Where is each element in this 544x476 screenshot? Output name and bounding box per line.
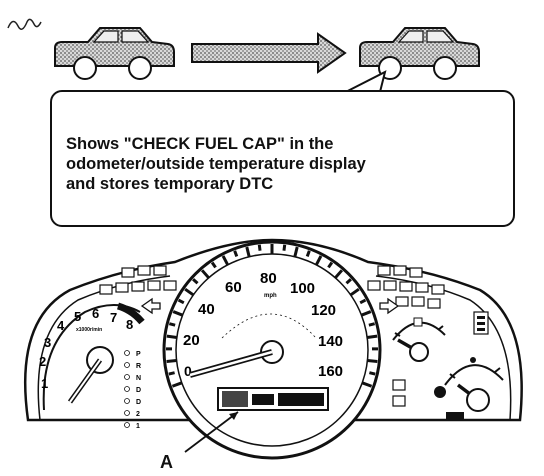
- tach-tick-1: 1: [41, 376, 48, 391]
- speed-tick-mark: [366, 334, 378, 339]
- gear-1: 1: [136, 423, 140, 430]
- tach-tick-8: 8: [126, 317, 133, 332]
- speed-tick-mark: [367, 358, 378, 364]
- odometer-digits: [222, 391, 324, 407]
- callout-box: [50, 90, 515, 227]
- speed-tick-mark: [210, 261, 217, 269]
- speed-tick-mark: [184, 287, 195, 297]
- speed-unit: mph: [264, 293, 277, 299]
- speed-tick-40: 40: [198, 301, 215, 318]
- speed-tick-20: 20: [183, 332, 200, 349]
- car-left-icon: [54, 27, 175, 80]
- speed-tick-mark: [171, 381, 183, 388]
- speed-tick-mark: [177, 298, 185, 305]
- speed-tick-mark: [361, 381, 373, 388]
- label-a-arrowhead: [229, 412, 238, 420]
- speed-tick-mark: [221, 255, 230, 266]
- warning-lights-right: [367, 265, 445, 309]
- speed-tick-mark: [282, 244, 287, 251]
- left-turn-signal-icon: [140, 297, 161, 315]
- speed-tick-120: 120: [311, 302, 336, 319]
- tach-unit: x1000r/min: [76, 327, 102, 333]
- speed-tick-mark: [345, 278, 352, 285]
- tach-tick-3: 3: [44, 335, 51, 350]
- speed-tick-mark: [166, 334, 178, 339]
- speed-tick-mark: [349, 287, 360, 297]
- speed-tick-mark: [200, 269, 210, 279]
- speed-tick-mark: [327, 261, 334, 269]
- gear-n: N: [136, 375, 141, 382]
- tach-tick-7: 7: [110, 310, 117, 325]
- speed-tick-mark: [233, 250, 239, 257]
- speed-tick-mark: [359, 298, 367, 305]
- signature-scribble: [7, 18, 42, 30]
- speed-tick-mark: [192, 278, 199, 285]
- instrument-cluster: 1 2 3 4 5 6 7 8 x1000r/min P R N D D 2 1: [24, 238, 523, 460]
- speed-tick-mark: [245, 246, 251, 258]
- gear-d: D: [136, 387, 141, 394]
- fuel-gauge: [392, 317, 446, 362]
- callout-text: Shows "CHECK FUEL CAP" in the odometer/o…: [66, 134, 506, 194]
- speed-tick-140: 140: [318, 333, 343, 350]
- speed-tick-60: 60: [225, 279, 242, 296]
- speed-tick-mark: [305, 250, 311, 257]
- speed-tick-80: 80: [260, 270, 277, 287]
- speed-tick-mark: [314, 255, 323, 266]
- speed-tick-mark: [369, 371, 376, 376]
- gear-r: R: [136, 363, 141, 370]
- tach-tick-4: 4: [57, 318, 65, 333]
- warning-lights-left: [99, 265, 177, 295]
- speed-tick-mark: [257, 244, 262, 251]
- speed-tick-mark: [368, 322, 376, 327]
- car-right-icon: [359, 27, 480, 80]
- tach-tick-6: 6: [92, 306, 99, 321]
- speed-tick-mark: [168, 371, 175, 376]
- gear-d2: D: [136, 399, 141, 406]
- speed-tick-mark: [166, 358, 177, 364]
- small-indicators: [392, 379, 464, 419]
- speed-tick-mark: [168, 322, 176, 327]
- speed-tick-mark: [172, 310, 184, 317]
- speedometer: 0 20 40 60 80 100 120 140 160 mph: [162, 240, 382, 460]
- fuel-cap-indicator: [473, 311, 489, 335]
- right-arrow-icon: [191, 32, 347, 74]
- speed-tick-0: 0: [184, 363, 192, 379]
- temperature-gauge: [444, 357, 504, 412]
- label-a-leader: [184, 411, 239, 453]
- speed-tick-mark: [334, 269, 344, 279]
- speed-tick-mark: [360, 310, 372, 317]
- right-turn-signal-icon: [379, 297, 400, 315]
- speed-tick-mark: [293, 246, 299, 258]
- callout-line-1: Shows "CHECK FUEL CAP" in the: [66, 135, 334, 153]
- callout-line-3: and stores temporary DTC: [66, 175, 274, 193]
- gear-p: P: [136, 351, 141, 358]
- gear-2: 2: [136, 411, 140, 418]
- callout-line-2: odometer/outside temperature display: [66, 155, 366, 173]
- speed-tick-160: 160: [318, 363, 343, 380]
- tachometer: 1 2 3 4 5 6 7 8 x1000r/min: [39, 302, 145, 411]
- tach-tick-2: 2: [39, 354, 46, 369]
- gear-indicator: P R N D D 2 1: [124, 350, 141, 430]
- tach-tick-5: 5: [74, 309, 81, 324]
- label-a: A: [160, 452, 173, 472]
- speed-tick-100: 100: [290, 280, 315, 297]
